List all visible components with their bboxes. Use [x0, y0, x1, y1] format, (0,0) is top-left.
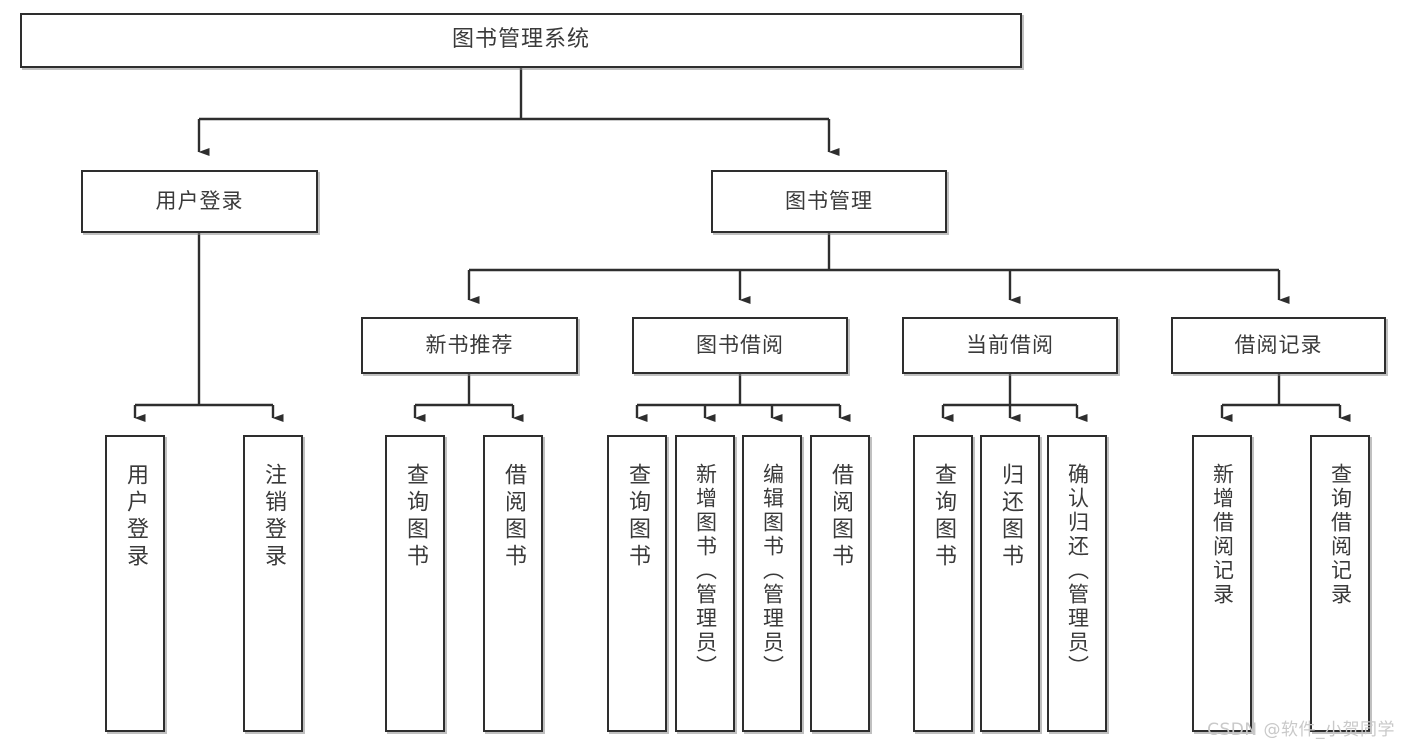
node-borrow-record[interactable]: 借阅记录 [1171, 317, 1386, 374]
node-user-login-label: 用户登录 [155, 188, 244, 213]
node-book-management-label: 图书管理 [785, 188, 873, 213]
leaf-current-query-label: 查询图书 [931, 463, 956, 571]
node-current-borrow-label: 当前借阅 [966, 332, 1054, 357]
leaf-record-query[interactable]: 查询借阅记录 [1310, 435, 1370, 732]
node-current-borrow[interactable]: 当前借阅 [902, 317, 1118, 374]
node-borrow-record-label: 借阅记录 [1234, 332, 1323, 357]
leaf-current-confirm-return[interactable]: 确认归还（管理员） [1047, 435, 1107, 732]
leaf-new-book-borrow-label: 借阅图书 [501, 463, 526, 571]
leaf-current-query[interactable]: 查询图书 [913, 435, 973, 732]
leaf-record-query-label: 查询借阅记录 [1328, 463, 1353, 607]
leaf-current-confirm-return-label: 确认归还（管理员） [1065, 463, 1090, 679]
leaf-borrow-query-label: 查询图书 [625, 463, 650, 571]
leaf-record-add[interactable]: 新增借阅记录 [1192, 435, 1252, 732]
leaf-new-book-borrow[interactable]: 借阅图书 [483, 435, 543, 732]
node-book-borrow-label: 图书借阅 [696, 332, 784, 357]
node-new-book-recommend[interactable]: 新书推荐 [361, 317, 578, 374]
leaf-new-book-query[interactable]: 查询图书 [385, 435, 445, 732]
leaf-borrow-add-book[interactable]: 新增图书（管理员） [675, 435, 735, 732]
node-new-book-recommend-label: 新书推荐 [425, 332, 514, 357]
node-user-login[interactable]: 用户登录 [81, 170, 318, 233]
node-root[interactable]: 图书管理系统 [20, 13, 1022, 68]
leaf-borrow-borrow-book-label: 借阅图书 [828, 463, 853, 571]
leaf-current-return[interactable]: 归还图书 [980, 435, 1040, 732]
leaf-user-logout-label: 注销登录 [261, 463, 286, 571]
leaf-user-logout[interactable]: 注销登录 [243, 435, 303, 732]
leaf-user-login[interactable]: 用户登录 [105, 435, 165, 732]
leaf-user-login-label: 用户登录 [123, 463, 148, 571]
leaf-new-book-query-label: 查询图书 [403, 463, 428, 571]
leaf-borrow-edit-book-label: 编辑图书（管理员） [760, 463, 785, 679]
leaf-record-add-label: 新增借阅记录 [1210, 463, 1235, 607]
leaf-borrow-query[interactable]: 查询图书 [607, 435, 667, 732]
node-book-management[interactable]: 图书管理 [711, 170, 947, 233]
leaf-borrow-add-book-label: 新增图书（管理员） [693, 463, 718, 679]
leaf-borrow-borrow-book[interactable]: 借阅图书 [810, 435, 870, 732]
node-root-label: 图书管理系统 [451, 27, 590, 53]
node-book-borrow[interactable]: 图书借阅 [632, 317, 848, 374]
leaf-borrow-edit-book[interactable]: 编辑图书（管理员） [742, 435, 802, 732]
leaf-current-return-label: 归还图书 [998, 463, 1023, 571]
